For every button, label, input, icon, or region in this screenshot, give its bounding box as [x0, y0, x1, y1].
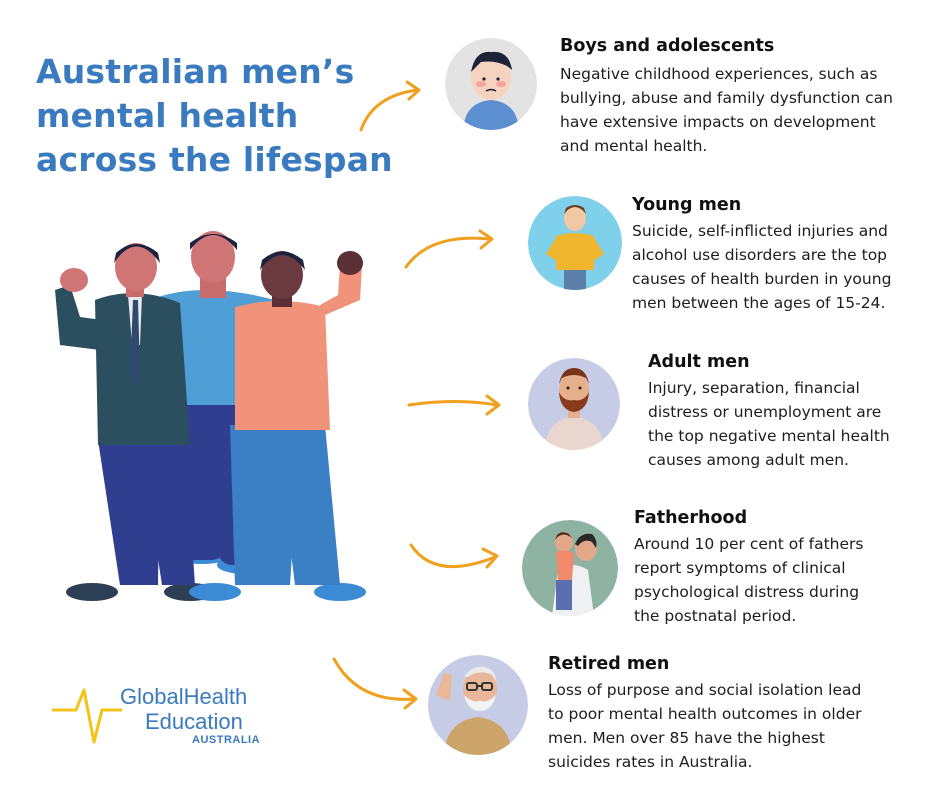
curved-arrow-icon — [404, 229, 494, 269]
logo-line-3: AUSTRALIA — [192, 734, 261, 746]
section-fatherhood-text: Around 10 per cent of fathers report sym… — [634, 532, 863, 628]
arrow-fatherhood — [405, 535, 505, 583]
section-retired-men-line: suicides rates in Australia. — [548, 753, 753, 771]
section-young-men-line: Suicide, self-inflicted injuries and — [632, 222, 888, 240]
curved-arrow-icon — [407, 394, 501, 416]
section-retired-men-line: Loss of purpose and social isolation lea… — [548, 681, 862, 699]
section-adult-men-line: causes among adult men. — [648, 451, 849, 469]
section-young-men-heading: Young men — [632, 195, 742, 215]
section-young-men-line: men between the ages of 15-24. — [632, 294, 886, 312]
section-adult-men-line: Injury, separation, financial — [648, 379, 860, 397]
section-adult-men-heading: Adult men — [648, 352, 750, 372]
section-retired-men-text: Loss of purpose and social isolation lea… — [548, 678, 861, 774]
title-line-3: across the lifespan — [36, 140, 393, 179]
section-adult-men-text: Injury, separation, financial distress o… — [648, 376, 890, 472]
page-title: Australian men’s mental health across th… — [36, 50, 416, 182]
section-adult-men-line: the top negative mental health — [648, 427, 890, 445]
arrow-young-men — [400, 225, 500, 273]
section-fatherhood-line: report symptoms of clinical — [634, 559, 846, 577]
boy-avatar-icon — [445, 38, 537, 130]
section-young-men-line: alcohol use disorders are the top — [632, 246, 888, 264]
logo-line-2: Education — [145, 709, 243, 734]
section-retired-men-line: men. Men over 85 have the highest — [548, 729, 825, 747]
arrow-retired-men — [330, 655, 425, 715]
father-child-avatar-icon — [522, 520, 618, 616]
curved-arrow-icon — [409, 543, 499, 569]
retired-man-avatar-icon — [428, 655, 528, 755]
section-boys-line: have extensive impacts on development — [560, 113, 876, 131]
section-adult-men-line: distress or unemployment are — [648, 403, 882, 421]
title-line-2: mental health — [36, 96, 299, 135]
logo-line-1: GlobalHealth — [120, 684, 248, 709]
section-fatherhood-line: the postnatal period. — [634, 607, 797, 625]
section-retired-men-line: to poor mental health outcomes in older — [548, 705, 862, 723]
globalhealth-education-logo: GlobalHealth Education AUSTRALIA — [50, 680, 300, 752]
arrow-adult-men — [405, 390, 505, 420]
section-boys-line: and mental health. — [560, 137, 708, 155]
section-fatherhood-line: Around 10 per cent of fathers — [634, 535, 864, 553]
curved-arrow-icon — [359, 80, 421, 132]
title-line-1: Australian men’s — [36, 52, 355, 91]
three-men-illustration — [40, 225, 380, 614]
young-man-avatar-icon — [528, 196, 622, 290]
section-boys-line: bullying, abuse and family dysfunction c… — [560, 89, 894, 107]
section-fatherhood-line: psychological distress during — [634, 583, 860, 601]
section-boys-heading: Boys and adolescents — [560, 36, 775, 56]
section-young-men-line: causes of health burden in young — [632, 270, 892, 288]
arrow-boys — [355, 78, 430, 136]
section-retired-men-heading: Retired men — [548, 654, 670, 674]
heartbeat-pulse-icon — [52, 688, 122, 744]
curved-arrow-icon — [332, 657, 418, 710]
adult-man-avatar-icon — [528, 358, 620, 450]
section-young-men-text: Suicide, self-inflicted injuries and alc… — [632, 219, 891, 315]
section-fatherhood-heading: Fatherhood — [634, 508, 748, 528]
section-boys-line: Negative childhood experiences, such as — [560, 65, 878, 83]
section-boys-text: Negative childhood experiences, such as … — [560, 62, 893, 158]
